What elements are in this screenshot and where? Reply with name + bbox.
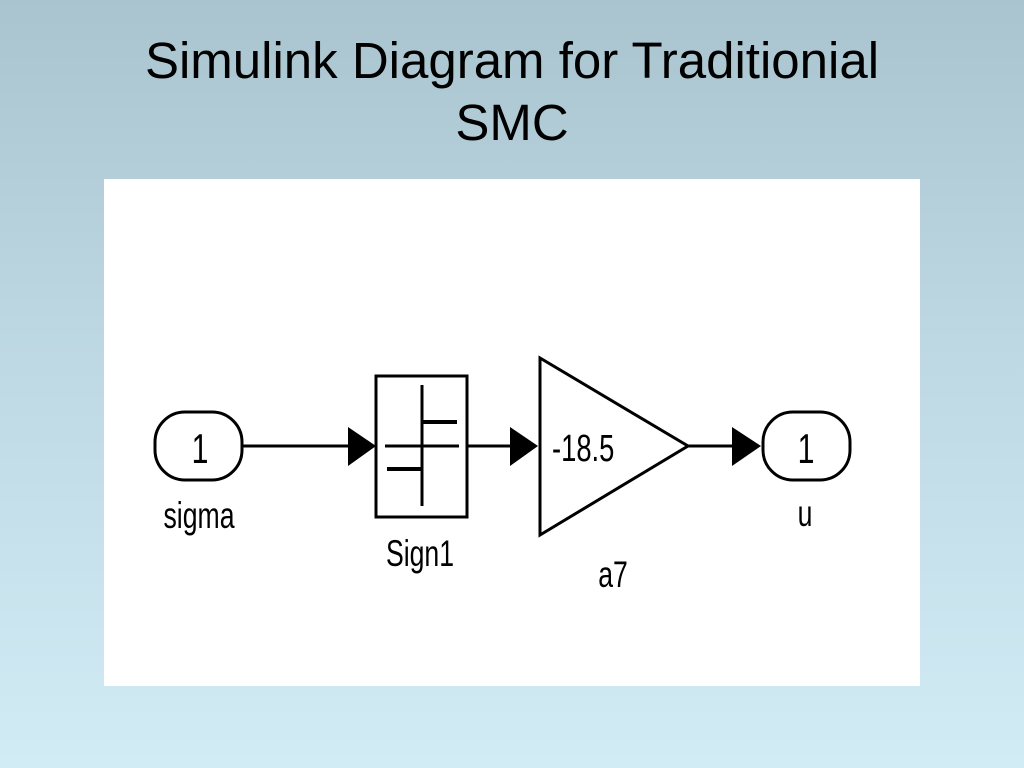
slide-title-line-1: Simulink Diagram for Traditionial (144, 32, 880, 89)
sign-block[interactable] (374, 374, 469, 519)
inport-label: sigma (163, 495, 234, 536)
arrowhead-icon (348, 427, 376, 466)
arrowhead-icon (732, 427, 761, 466)
outport-port-number: 1 (798, 425, 815, 472)
outport-block-shape[interactable] (761, 410, 852, 482)
gain-block-shape[interactable] (538, 355, 691, 538)
arrowhead-icon (510, 427, 538, 466)
inport-block[interactable]: 1 (153, 410, 244, 482)
simulink-diagram: 1 sigma Sign1 -18.5 a (153, 355, 852, 595)
slide-title: Simulink Diagram for Traditionial SMC (0, 30, 1024, 154)
signal-line-gain-to-outport[interactable] (688, 427, 761, 466)
inport-port-number: 1 (192, 425, 209, 472)
gain-value: -18.5 (552, 428, 614, 470)
sign-function-icon (385, 385, 459, 506)
signal-line-sign-to-gain[interactable] (467, 427, 538, 466)
slide-title-line-2: SMC (455, 94, 569, 151)
gain-block[interactable]: -18.5 (538, 355, 691, 538)
gain-block-label: a7 (598, 554, 628, 595)
sign-block-label: Sign1 (386, 533, 454, 574)
signal-line-inport-to-sign[interactable] (242, 427, 376, 466)
simulink-diagram-panel: 1 sigma Sign1 -18.5 a (104, 179, 920, 686)
outport-label: u (798, 493, 813, 534)
outport-block[interactable]: 1 (761, 410, 852, 482)
